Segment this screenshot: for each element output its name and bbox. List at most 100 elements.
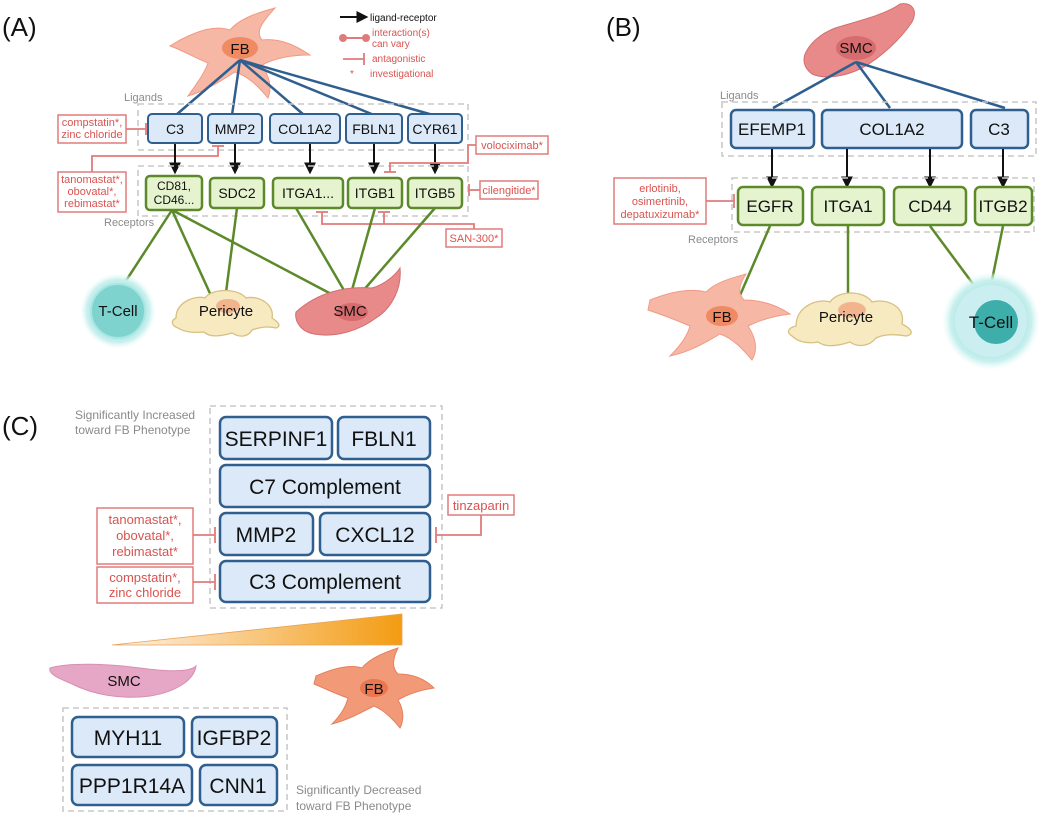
svg-text:tanomastat*,: tanomastat*, [109,512,182,527]
fb-cell-b: FB [647,273,792,361]
tcell-a: T-Cell [81,274,155,348]
panel-c-letter: (C) [2,411,38,441]
svg-text:CD81,: CD81, [157,179,191,193]
receptor-group-b [731,177,1035,233]
drug-compstatin-a: compstatin*, zinc chloride [57,114,147,144]
svg-text:MYH11: MYH11 [94,727,162,750]
svg-text:T-Cell: T-Cell [98,303,137,320]
svg-text:compstatin*,: compstatin*, [109,570,181,585]
svg-text:Pericyte: Pericyte [199,303,253,320]
receptors-label-a: Receptors [104,217,155,229]
tcell-b: T-Cell [943,273,1039,369]
phenotype-gradient-wedge [111,613,403,646]
svg-text:CD46...: CD46... [154,193,195,207]
svg-text:FBLN1: FBLN1 [351,428,416,451]
receptor-itgb5-a: ITGB5 [406,176,464,210]
svg-text:EGFR: EGFR [746,197,793,216]
svg-text:ITGA1: ITGA1 [823,197,872,216]
svg-text:CXCL12: CXCL12 [335,524,414,547]
gene-serpinf1: SERPINF1 [218,415,334,461]
drug-cilengitide-a: cilengitide* [468,180,539,200]
decreased-line2: toward FB Phenotype [296,799,412,813]
ligand-cyr61-a: CYR61 [407,113,463,144]
gene-cxcl12: CXCL12 [318,511,432,557]
svg-text:SMC: SMC [107,673,141,690]
gene-cnn1: CNN1 [198,763,279,807]
svg-text:compstatin*,: compstatin*, [62,117,123,129]
svg-text:tinzaparin: tinzaparin [453,498,509,513]
drug-compstatin-c: compstatin*, zinc chloride [96,566,216,604]
gene-c3-complement: C3 Complement [218,559,432,604]
drug-volociximab-a: volociximab* [384,135,549,173]
legend-star: * [350,69,354,80]
ligand-c3-b: C3 [969,108,1030,150]
receptor-egfr-b: EGFR [736,185,805,227]
svg-text:zinc chloride: zinc chloride [61,129,122,141]
receptor-itgb2-b: ITGB2 [973,185,1034,227]
fb-label-a: FB [230,41,249,58]
ligand-efemp1-b: EFEMP1 [729,108,816,150]
pericyte-a: Pericyte [171,289,280,337]
ligands-label-a: Ligands [124,92,163,104]
increased-group [209,405,443,609]
drug-tinzaparin-c: tinzaparin [435,494,515,543]
arrows-b [766,149,1009,189]
ligand-col1a2-a: COL1A2 [269,113,341,144]
fb-cell-a: FB [168,7,312,99]
svg-text:C7 Complement: C7 Complement [249,476,401,499]
decreased-group [62,707,288,812]
smc-b: SMC [803,3,915,78]
svg-text:FB: FB [712,309,731,326]
svg-text:COL1A2: COL1A2 [278,121,332,137]
svg-text:COL1A2: COL1A2 [859,120,924,139]
svg-text:ITGB2: ITGB2 [978,197,1027,216]
svg-text:Pericyte: Pericyte [819,309,873,326]
arrows-a [169,144,441,175]
svg-text:SMC: SMC [839,40,873,57]
ligand-group-b [721,101,1037,157]
svg-text:rebimastat*: rebimastat* [112,544,178,559]
legend-antagonistic: antagonistic [372,54,425,65]
drug-tanomastat-a: tanomastat*, obovatal*, rebimastat* [57,145,224,213]
gene-fbln1-c: FBLN1 [336,415,432,461]
ligand-group-a [137,103,469,151]
svg-text:FB: FB [364,681,383,698]
svg-text:osimertinib,: osimertinib, [632,196,688,208]
decreased-line1: Significantly Decreased [296,783,421,797]
pericyte-b: Pericyte [787,292,912,347]
ligand-col1a2-b: COL1A2 [820,108,964,150]
svg-text:tanomastat*,: tanomastat*, [61,174,123,186]
svg-text:FBLN1: FBLN1 [352,121,396,137]
gene-mmp2-c: MMP2 [218,511,315,557]
svg-text:T-Cell: T-Cell [969,313,1013,332]
ligand-mmp2-a: MMP2 [207,113,263,144]
svg-text:MMP2: MMP2 [215,121,256,137]
svg-text:IGFBP2: IGFBP2 [197,727,272,750]
svg-text:ITGB5: ITGB5 [415,185,456,201]
panel-a-letter: (A) [2,12,37,42]
receptors-label-b: Receptors [688,234,739,246]
svg-text:SAN-300*: SAN-300* [450,233,500,245]
legend-investigational: investigational [370,69,433,80]
smc-c: SMC [49,663,197,698]
svg-text:SMC: SMC [333,303,367,320]
ligand-fbln1-a: FBLN1 [345,113,403,144]
legend-a: ligand-receptor interaction(s) can vary … [339,11,437,80]
svg-text:C3: C3 [988,120,1010,139]
drug-san300-a: SAN-300* [316,211,503,248]
svg-text:CNN1: CNN1 [209,775,266,798]
svg-text:SDC2: SDC2 [218,185,256,201]
increased-line1: Significantly Increased [75,408,195,422]
svg-text:CYR61: CYR61 [412,121,457,137]
legend-ligand-receptor: ligand-receptor [370,13,437,24]
svg-text:ITGA1...: ITGA1... [282,185,334,201]
fb-ligand-connections-a [175,58,434,117]
panel-b-letter: (B) [606,12,641,42]
legend-interaction-line1: interaction(s) [372,28,430,39]
receptor-cd81-a: CD81, CD46... [144,174,204,212]
svg-text:obovatal*,: obovatal*, [68,186,117,198]
drug-tanomastat-c: tanomastat*, obovatal*, rebimastat* [96,507,216,565]
receptor-itga1-a: ITGA1... [271,176,345,210]
